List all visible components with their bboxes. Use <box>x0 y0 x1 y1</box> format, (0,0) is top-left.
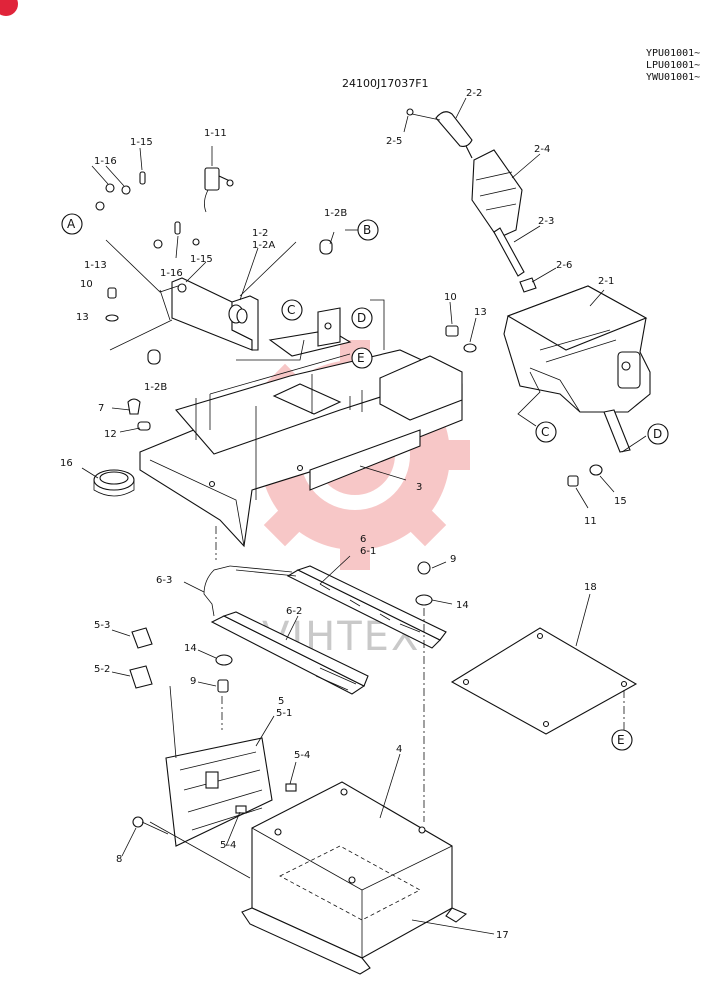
label-7: 7 <box>98 403 104 414</box>
label-2-5: 2-5 <box>386 136 402 147</box>
label-5-4a: 5-4 <box>294 750 310 761</box>
main-frame-part <box>139 299 463 548</box>
serial-line-1: YPU01001~ <box>646 48 700 59</box>
lock-lever-part <box>105 239 333 365</box>
svg-text:C: C <box>287 303 295 317</box>
label-1-16b: 1-16 <box>160 268 183 279</box>
control-lever-part <box>406 108 537 293</box>
label-6: 6 <box>360 534 366 545</box>
cover-plate-part <box>450 627 638 735</box>
svg-text:D: D <box>357 311 366 325</box>
cap-and-grommet-part <box>93 398 151 497</box>
label-1-2a: 1-2A <box>252 240 275 251</box>
label-1-15b: 1-15 <box>190 254 213 265</box>
label-17: 17 <box>496 930 509 941</box>
callout-d-left[interactable]: D <box>351 307 373 329</box>
corner-badge-icon[interactable] <box>0 0 18 16</box>
svg-text:C: C <box>541 425 549 439</box>
callout-e-mid[interactable]: E <box>351 347 373 369</box>
storage-box-part <box>241 781 468 975</box>
label-6-3: 6-3 <box>156 575 172 586</box>
console-panel-part <box>129 627 297 847</box>
label-1-11: 1-11 <box>204 128 227 139</box>
label-5-3: 5-3 <box>94 620 110 631</box>
seat-rails-part <box>203 561 447 695</box>
label-6-1: 6-1 <box>360 546 376 557</box>
label-12: 12 <box>104 429 117 440</box>
callout-d-right[interactable]: D <box>647 423 669 445</box>
label-1-16a: 1-16 <box>94 156 117 167</box>
svg-text:A: A <box>67 217 76 231</box>
label-1-2b-low: 1-2B <box>144 382 167 393</box>
label-1-15a: 1-15 <box>130 137 153 148</box>
label-5-4b: 5-4 <box>220 840 236 851</box>
label-1-2b-top: 1-2B <box>324 208 347 219</box>
label-15: 15 <box>614 496 627 507</box>
label-1-2: 1-2 <box>252 228 268 239</box>
label-3: 3 <box>416 482 422 493</box>
serial-line-2: LPU01001~ <box>646 60 700 71</box>
serial-line-3: YWU01001~ <box>646 72 700 83</box>
label-1-13: 1-13 <box>84 260 107 271</box>
label-5-1: 5-1 <box>276 708 292 719</box>
label-16: 16 <box>60 458 73 469</box>
callout-b[interactable]: B <box>357 219 379 241</box>
label-10-left: 10 <box>80 279 93 290</box>
label-13-left: 13 <box>76 312 89 323</box>
label-10-right: 10 <box>444 292 457 303</box>
label-14-top: 14 <box>456 600 469 611</box>
label-2-2: 2-2 <box>466 88 482 99</box>
svg-text:E: E <box>617 733 625 747</box>
label-14-low: 14 <box>184 643 197 654</box>
label-4: 4 <box>396 744 402 755</box>
drawing-code: 24100J17037F1 <box>342 77 429 90</box>
callout-a[interactable]: A <box>61 213 83 235</box>
label-5-2: 5-2 <box>94 664 110 675</box>
switch-part <box>204 167 234 213</box>
label-9-low: 9 <box>190 676 196 687</box>
callout-c-right[interactable]: C <box>535 421 557 443</box>
label-13-right: 13 <box>474 307 487 318</box>
gas-spring-part <box>95 171 200 249</box>
svg-text:D: D <box>653 427 662 441</box>
label-5: 5 <box>278 696 284 707</box>
label-6-2: 6-2 <box>286 606 302 617</box>
label-2-6: 2-6 <box>556 260 572 271</box>
label-18: 18 <box>584 582 597 593</box>
label-2-3: 2-3 <box>538 216 554 227</box>
label-2-4: 2-4 <box>534 144 550 155</box>
lever-stand-part <box>445 285 651 487</box>
label-8: 8 <box>116 854 122 865</box>
svg-text:B: B <box>363 223 371 237</box>
label-9-top: 9 <box>450 554 456 565</box>
label-2-1: 2-1 <box>598 276 614 287</box>
svg-text:E: E <box>357 351 365 365</box>
callout-e-low[interactable]: E <box>611 729 633 751</box>
callout-c-left[interactable]: C <box>281 299 303 321</box>
label-11: 11 <box>584 516 597 527</box>
